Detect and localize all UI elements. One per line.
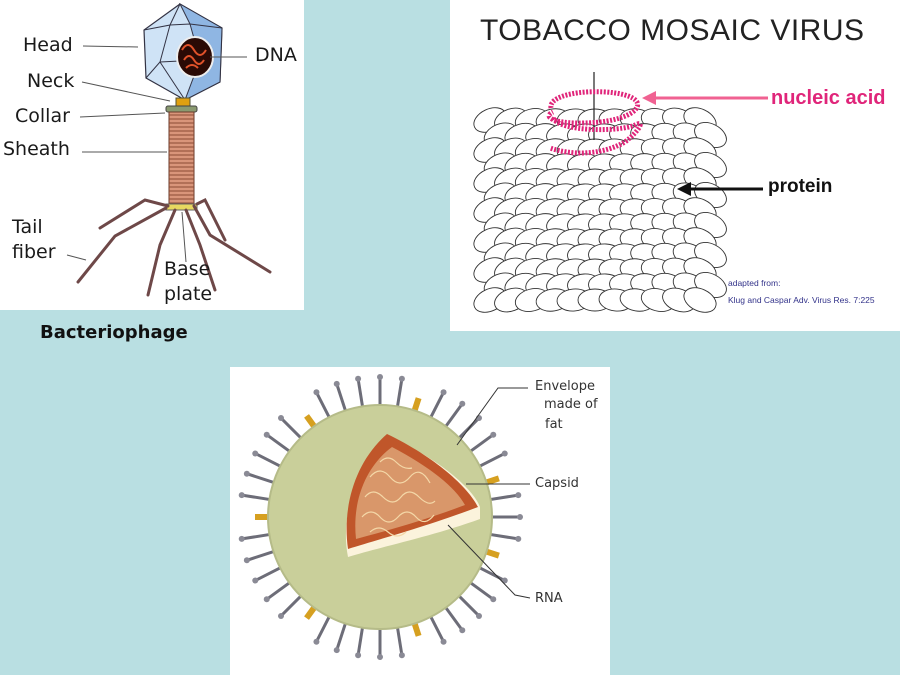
tmv-title: TOBACCO MOSAIC VIRUS [480, 14, 865, 47]
capsid-cutaway [345, 434, 480, 557]
spike-tip [515, 492, 522, 499]
spike-tip [278, 612, 285, 619]
label-envelope-3: fat [545, 417, 563, 432]
spike-tip [440, 389, 447, 396]
spike-tip [243, 557, 250, 564]
label-plate: plate [164, 283, 213, 305]
spike-tip [355, 652, 362, 659]
spike-tip [515, 535, 522, 542]
phage-collar [165, 105, 198, 113]
spike-tip [238, 492, 245, 499]
phage-tail-fibers [76, 197, 272, 297]
spike-tip [252, 577, 259, 584]
spike-tip [459, 627, 466, 634]
label-head: Head [23, 34, 73, 56]
tmv-nucleic-acid-helix [546, 89, 643, 156]
spike-tip [238, 535, 245, 542]
tmv-protein-arrow [677, 182, 763, 196]
spike-tip [398, 375, 405, 382]
label-neck: Neck [27, 70, 75, 92]
tmv-illustration [473, 72, 768, 313]
label-protein: protein [768, 176, 833, 197]
spike-tip [313, 638, 320, 645]
spike-tip [333, 647, 340, 654]
spike-tip [355, 375, 362, 382]
spike-tip [252, 450, 259, 457]
label-envelope-2: made of [544, 397, 598, 412]
spike-tip [243, 470, 250, 477]
bacteriophage-diagram: Head DNA Neck Collar Sheath Tail fiber B… [0, 0, 304, 310]
phage-leader-lines [66, 45, 247, 263]
spike-tip [313, 389, 320, 396]
label-nucleic-acid: nucleic acid [771, 87, 886, 109]
spike-tip [440, 638, 447, 645]
spike-tip [475, 612, 482, 619]
spike-tip [278, 415, 285, 422]
spike-tip [333, 380, 340, 387]
spike-tip [377, 374, 383, 380]
bacteriophage-caption: Bacteriophage [40, 322, 188, 343]
spike-tip [263, 596, 270, 603]
source-adapted-from: adapted from: [728, 278, 781, 288]
label-base: Base [164, 258, 211, 280]
label-sheath: Sheath [3, 138, 70, 160]
protein-subunit [683, 287, 717, 313]
tmv-protein-subunits [473, 107, 727, 313]
label-fiber: fiber [12, 241, 56, 263]
spike-tip [263, 431, 270, 438]
label-collar: Collar [15, 105, 70, 127]
label-dna: DNA [255, 44, 297, 66]
spike-tip [377, 654, 383, 660]
spike-tip [398, 652, 405, 659]
spike-tip [490, 431, 497, 438]
spike-tip [490, 596, 497, 603]
tmv-nucleic-arrow [642, 91, 768, 105]
spike-tip [517, 514, 523, 520]
enveloped-virus-illustration [238, 374, 531, 660]
label-envelope-1: Envelope [535, 379, 595, 394]
phage-dna [176, 36, 214, 78]
tmv-diagram: TOBACCO MOSAIC VIRUS nucleic acid protei… [450, 0, 900, 331]
phage-sheath [168, 111, 195, 205]
phage-neck [175, 97, 191, 107]
label-capsid: Capsid [535, 476, 579, 491]
source-citation: Klug and Caspar Adv. Virus Res. 7:225 [728, 295, 875, 305]
label-rna: RNA [535, 591, 563, 606]
label-tail: Tail [12, 216, 43, 238]
enveloped-virus-diagram: Envelope made of fat Capsid RNA [230, 367, 610, 675]
spike-tip [501, 450, 508, 457]
phage-base-plate [165, 203, 198, 211]
virus-leader-lines [447, 387, 531, 599]
spike-tip [459, 400, 466, 407]
bacteriophage-illustration [66, 2, 272, 297]
